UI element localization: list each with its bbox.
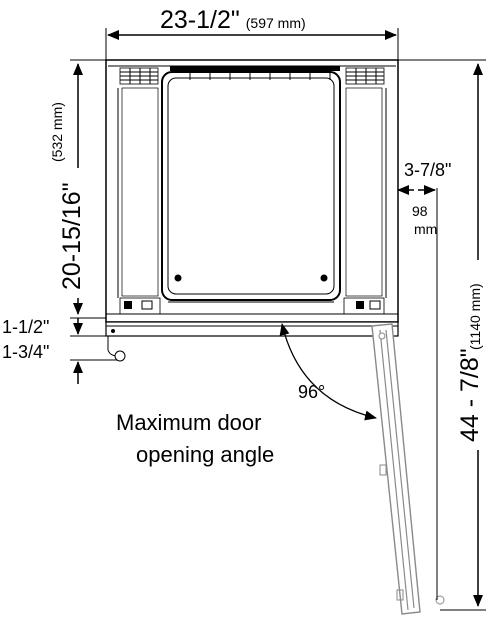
toe-a-label: 1-1/2" [2,317,49,337]
clearance-mm-unit: mm [414,221,437,237]
clearance-dimension: 3-7/8" 98 mm [397,160,451,600]
angle-caption-line2: opening angle [136,442,274,467]
angle-caption-line1: Maximum door [116,410,261,435]
width-inches-label: 23-1/2" [160,6,240,34]
left-vent-grid [119,67,159,85]
angle-value-label: 96° [298,382,325,402]
open-door [371,323,445,615]
depth-inches-label: 44 - 7/8" [456,348,484,442]
opening-angle-arc: 96° Maximum door opening angle [116,323,377,467]
depth-mm-label: (1140 mm) [467,283,483,350]
toe-dimension: 1-1/2" 1-3/4" [2,317,120,384]
svg-text:23-1/2"(597 mm): 23-1/2" (597 mm) [160,6,306,34]
inner-rack [161,71,341,303]
depth-dimension: 44 - 7/8" (1140 mm) [398,59,486,611]
cabinet-body [105,59,399,323]
height-inches-label: 20-15/16" [58,182,86,290]
height-mm-label: (532 mm) [49,102,65,162]
width-mm-label: (597 mm) [246,15,306,31]
clearance-mm-value: 98 [412,203,428,219]
toe-b-label: 1-3/4" [2,342,49,362]
width-dimension: 23-1/2" (597 mm) [105,6,399,62]
plinth [105,321,399,362]
clearance-inches-label: 3-7/8" [404,160,451,180]
right-vent-grid [345,67,385,85]
height-dimension: 20-15/16" (532 mm) [49,59,108,315]
